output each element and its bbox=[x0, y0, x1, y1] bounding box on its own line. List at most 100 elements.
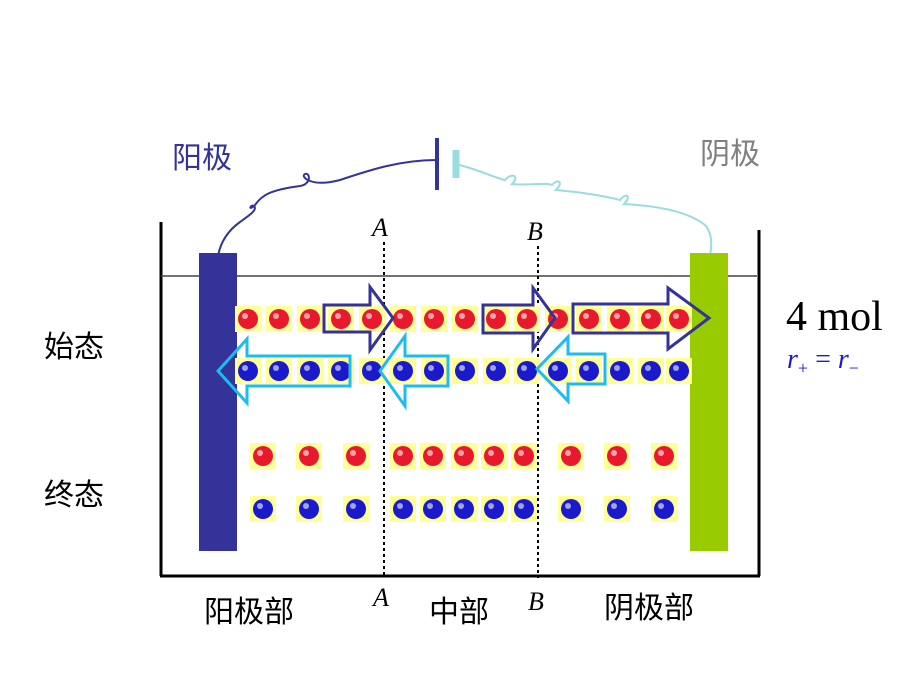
amount-label: 4 mol bbox=[786, 294, 883, 340]
cation bbox=[299, 446, 319, 466]
anion-highlight bbox=[335, 365, 341, 371]
cation-highlight bbox=[397, 313, 403, 319]
cation bbox=[669, 309, 689, 329]
anion bbox=[393, 361, 413, 381]
anion-highlight bbox=[565, 503, 571, 509]
cation bbox=[269, 309, 289, 329]
anion bbox=[300, 361, 320, 381]
anion bbox=[610, 361, 630, 381]
cation bbox=[238, 309, 258, 329]
cation bbox=[486, 309, 506, 329]
anion-arrow-1 bbox=[215, 335, 352, 407]
cation-highlight bbox=[614, 313, 620, 319]
initial-state-label: 始态 bbox=[44, 330, 104, 365]
cation-highlight bbox=[397, 450, 403, 456]
anion-highlight bbox=[397, 503, 403, 509]
anion-highlight bbox=[257, 503, 263, 509]
anode-electrode bbox=[199, 253, 237, 551]
cation-highlight bbox=[518, 450, 524, 456]
anion bbox=[253, 499, 273, 519]
line-a-top-label: A bbox=[370, 213, 388, 242]
anion bbox=[548, 361, 568, 381]
anion bbox=[641, 361, 661, 381]
cation-highlight bbox=[658, 450, 664, 456]
anion bbox=[269, 361, 289, 381]
anion bbox=[393, 499, 413, 519]
final-anion-row bbox=[250, 496, 677, 522]
line-a-bottom-label: A bbox=[371, 583, 389, 612]
line-b-bottom-label: B bbox=[528, 587, 544, 616]
cation bbox=[423, 446, 443, 466]
anion-highlight bbox=[366, 365, 372, 371]
anion bbox=[331, 361, 351, 381]
cation-highlight bbox=[303, 450, 309, 456]
cation bbox=[607, 446, 627, 466]
anion bbox=[484, 499, 504, 519]
cation-highlight bbox=[565, 450, 571, 456]
cation bbox=[331, 309, 351, 329]
initial-anion-row bbox=[235, 358, 692, 384]
anion-highlight bbox=[428, 365, 434, 371]
anion-highlight bbox=[458, 503, 464, 509]
anion bbox=[238, 361, 258, 381]
anode-region-label: 阳极部 bbox=[204, 595, 294, 630]
anion-arrow-3 bbox=[534, 333, 607, 405]
anion bbox=[486, 361, 506, 381]
cathode-label: 阴极 bbox=[700, 137, 760, 172]
cation bbox=[514, 446, 534, 466]
anion-arrow-2 bbox=[378, 331, 450, 411]
anion bbox=[607, 499, 627, 519]
middle-region-label: 中部 bbox=[429, 595, 489, 630]
cation-highlight bbox=[273, 313, 279, 319]
cation bbox=[454, 446, 474, 466]
anode-wire bbox=[217, 159, 438, 257]
anion-highlight bbox=[459, 365, 465, 371]
rate-subscript-minus: − bbox=[849, 358, 859, 378]
cation-arrow-2 bbox=[481, 283, 557, 354]
cation bbox=[455, 309, 475, 329]
anion-highlight bbox=[273, 365, 279, 371]
cation-arrow-1 bbox=[322, 282, 395, 355]
anion-highlight bbox=[645, 365, 651, 371]
cation bbox=[253, 446, 273, 466]
cation bbox=[654, 446, 674, 466]
anion bbox=[455, 361, 475, 381]
anion bbox=[424, 361, 444, 381]
anion-highlight bbox=[490, 365, 496, 371]
line-b-top-label: B bbox=[527, 217, 543, 246]
anion-highlight bbox=[614, 365, 620, 371]
anion-highlight bbox=[350, 503, 356, 509]
cation-arrow-3 bbox=[571, 285, 712, 353]
anion bbox=[454, 499, 474, 519]
cation-highlight bbox=[350, 450, 356, 456]
cation bbox=[393, 446, 413, 466]
anion bbox=[669, 361, 689, 381]
cathode-region-label: 阴极部 bbox=[604, 591, 694, 626]
cation-highlight bbox=[257, 450, 263, 456]
cation bbox=[362, 309, 382, 329]
final-state-label: 终态 bbox=[44, 478, 104, 513]
rate-symbol-anion: r bbox=[838, 344, 849, 375]
rate-equals: = bbox=[808, 344, 838, 375]
cation-highlight bbox=[521, 313, 527, 319]
cation-highlight bbox=[427, 450, 433, 456]
cation bbox=[300, 309, 320, 329]
cation-highlight bbox=[304, 313, 310, 319]
anion-highlight bbox=[488, 503, 494, 509]
cation-highlight bbox=[459, 313, 465, 319]
anion-highlight bbox=[427, 503, 433, 509]
initial-cation-row bbox=[235, 306, 692, 332]
anion-highlight bbox=[583, 365, 589, 371]
cation-highlight bbox=[335, 313, 341, 319]
battery bbox=[435, 138, 460, 190]
anion bbox=[654, 499, 674, 519]
anion bbox=[299, 499, 319, 519]
cation-highlight bbox=[673, 313, 679, 319]
anion-highlight bbox=[673, 365, 679, 371]
anion-highlight bbox=[518, 503, 524, 509]
cation-highlight bbox=[490, 313, 496, 319]
cathode-wire bbox=[455, 163, 713, 257]
anion-highlight bbox=[303, 503, 309, 509]
